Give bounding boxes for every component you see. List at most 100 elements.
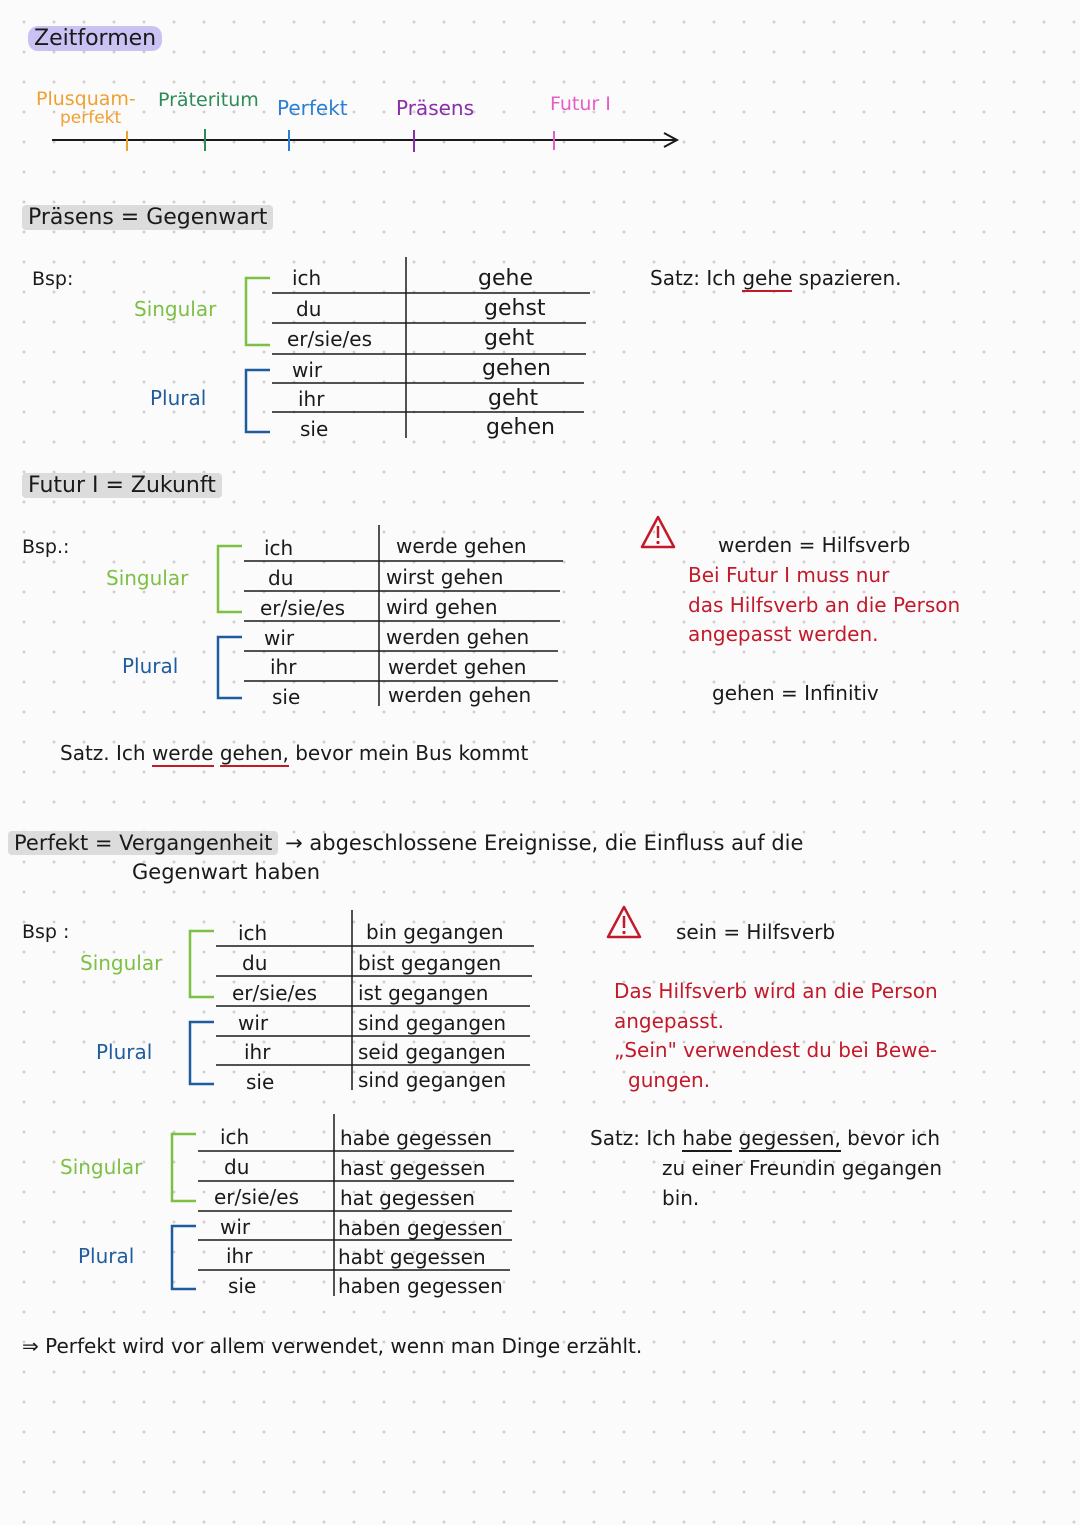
perfekt-sein-pronoun: du [242, 951, 268, 975]
perfekt-satz-line-2: zu einer Freundin gegangen [662, 1156, 943, 1180]
perfekt-satz-line-3: bin. [662, 1186, 700, 1210]
perfekt-sein-pronoun: wir [238, 1011, 269, 1035]
satz-verb-underlined: werde [151, 741, 214, 767]
perfekt-singular-label: Singular [80, 951, 163, 975]
perfekt-sein-form: sind gegangen [358, 1011, 507, 1035]
futur-bsp-label: Bsp.: [22, 536, 70, 558]
perfekt-haben-form: habt gegessen [338, 1245, 486, 1269]
praesens-form: gehen [486, 415, 555, 440]
perfekt-heading: Perfekt = Vergangenheit [8, 831, 279, 855]
perfekt-haben-pronoun: ihr [226, 1244, 253, 1268]
futur-form: werden gehen [386, 625, 530, 649]
futur-heading: Futur I = Zukunft [22, 473, 222, 498]
praesens-pronoun: du [296, 297, 322, 321]
perfekt-sein-form: seid gegangen [358, 1040, 506, 1064]
praesens-form: gehe [478, 266, 533, 291]
perfekt-satz: Satz: Ich habe gegessen, bevor ich [590, 1126, 941, 1152]
perfekt-heading-description: → abgeschlossene Ereignisse, die Einflus… [285, 831, 804, 855]
praesens-heading: Präsens = Gegenwart [22, 205, 274, 230]
perfekt-plural-label-2: Plural [78, 1244, 135, 1268]
satz-verb-underlined: habe [682, 1126, 733, 1152]
satz-text: spazieren. [798, 266, 902, 290]
satz-text: Ich [706, 266, 736, 290]
perfekt-conclusion: ⇒ Perfekt wird vor allem verwendet, wenn… [22, 1334, 643, 1358]
perfekt-haben-pronoun: ich [220, 1125, 250, 1149]
perfekt-note-title: sein = Hilfsverb [676, 920, 836, 944]
perfekt-sein-form: ist gegangen [358, 981, 489, 1005]
perfekt-bsp-label: Bsp : [22, 921, 70, 943]
perfekt-haben-form: hast gegessen [340, 1156, 486, 1180]
futur-plural-label: Plural [122, 654, 179, 678]
praesens-form: gehst [484, 296, 546, 321]
timeline-label-plusquamperfekt-2: perfekt [60, 108, 122, 128]
futur-satz: Satz. Ich werde gehen, bevor mein Bus ko… [60, 741, 529, 767]
perfekt-note-line: „Sein" verwendest du bei Bewe- [614, 1038, 938, 1062]
satz-verb-underlined: gegessen, [738, 1126, 841, 1152]
perfekt-sein-form: bin gegangen [366, 920, 504, 944]
futur-pronoun: er/sie/es [260, 596, 346, 620]
futur-pronoun: wir [264, 626, 295, 650]
perfekt-haben-pronoun: wir [220, 1215, 251, 1239]
futur-note-line: Bei Futur I muss nur [688, 563, 890, 587]
futur-table-lines [216, 525, 563, 706]
perfekt-sein-pronoun: er/sie/es [232, 981, 318, 1005]
perfekt-plural-label: Plural [96, 1040, 153, 1064]
perfekt-haben-form: habe gegessen [340, 1126, 493, 1150]
futur-form: werde gehen [396, 534, 527, 558]
perfekt-haben-pronoun: sie [228, 1274, 257, 1298]
perfekt-singular-label-2: Singular [60, 1155, 143, 1179]
futur-note-line: das Hilfsverb an die Person [688, 593, 961, 617]
praesens-satz: Satz: Ich gehe spazieren. [650, 266, 902, 292]
futur-pronoun: ihr [270, 655, 297, 679]
warning-triangle-icon [640, 515, 676, 549]
timeline-label-praesens: Präsens [396, 96, 475, 120]
futur-form: wird gehen [386, 595, 498, 619]
satz-text: Ich [116, 741, 146, 765]
futur-pronoun: sie [272, 685, 301, 709]
page-title: Zeitformen [28, 26, 163, 51]
perfekt-table-lines [170, 910, 534, 1296]
satz-verb-underlined: gehe [742, 266, 793, 292]
futur-singular-label: Singular [106, 566, 189, 590]
perfekt-haben-form: hat gegessen [340, 1186, 475, 1210]
perfekt-haben-form: haben gegessen [338, 1274, 503, 1298]
praesens-bsp-label: Bsp: [32, 268, 74, 290]
perfekt-haben-form: haben gegessen [338, 1216, 503, 1240]
perfekt-note-line: gungen. [628, 1068, 711, 1092]
praesens-singular-label: Singular [134, 297, 217, 321]
futur-infinitiv-note: gehen = Infinitiv [712, 681, 879, 705]
futur-form: werdet gehen [388, 655, 527, 679]
praesens-table-lines [244, 257, 590, 438]
praesens-pronoun: wir [292, 358, 323, 382]
perfekt-sein-pronoun: ich [238, 921, 268, 945]
warning-triangle-icon [606, 905, 642, 939]
satz-text: bevor ich [847, 1126, 941, 1150]
timeline-arrow-icon [52, 129, 680, 152]
futur-form: werden gehen [388, 683, 532, 707]
satz-label: Satz. [60, 741, 110, 765]
timeline-label-plusquamperfekt: Plusquam- [36, 88, 136, 110]
perfekt-sein-pronoun: sie [246, 1070, 275, 1094]
perfekt-haben-pronoun: er/sie/es [214, 1185, 300, 1209]
satz-label: Satz: [590, 1126, 641, 1150]
timeline-label-perfekt: Perfekt [277, 96, 348, 120]
praesens-pronoun: ich [292, 266, 322, 290]
perfekt-sein-pronoun: ihr [244, 1040, 271, 1064]
perfekt-sein-form: bist gegangen [358, 951, 502, 975]
praesens-form: geht [484, 326, 535, 351]
praesens-form: geht [488, 386, 539, 411]
futur-pronoun: du [268, 566, 294, 590]
futur-pronoun: ich [264, 536, 294, 560]
satz-text: Ich [646, 1126, 676, 1150]
praesens-pronoun: sie [300, 417, 329, 441]
timeline-label-praeteritum: Präteritum [158, 89, 259, 111]
praesens-pronoun: ihr [298, 387, 325, 411]
futur-note-title: werden = Hilfsverb [718, 533, 911, 557]
perfekt-heading-line: Perfekt = Vergangenheit → abgeschlossene… [8, 831, 803, 855]
perfekt-sein-form: sind gegangen [358, 1068, 507, 1092]
futur-form: wirst gehen [386, 565, 504, 589]
timeline-label-futur: Futur I [550, 93, 611, 115]
futur-note-line: angepasst werden. [688, 622, 879, 646]
praesens-plural-label: Plural [150, 386, 207, 410]
satz-text: bevor mein Bus kommt [295, 741, 529, 765]
